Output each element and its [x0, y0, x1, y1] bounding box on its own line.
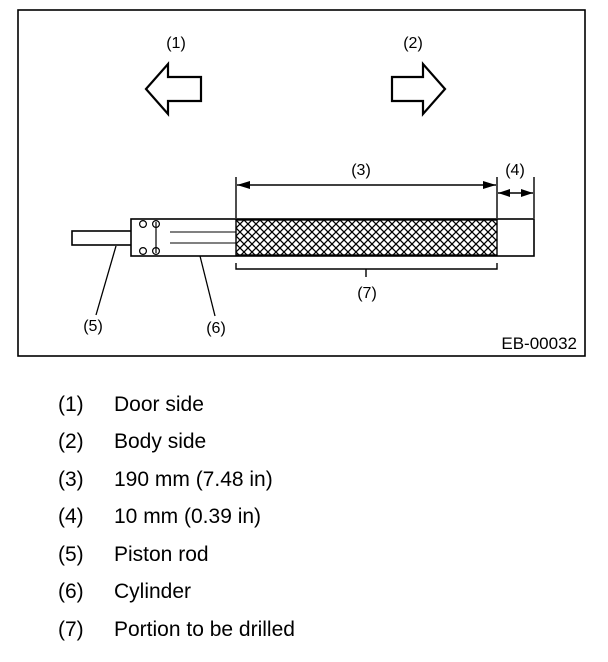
leader-piston-rod — [95, 245, 117, 316]
leader-cylinder — [199, 255, 216, 317]
door-side-arrow-icon — [144, 61, 203, 117]
piston-rod — [71, 230, 133, 246]
legend-text: Piston rod — [114, 542, 209, 566]
legend-text: 190 mm (7.48 in) — [114, 467, 273, 491]
legend-item: (2) Body side — [58, 424, 295, 462]
legend-text: Body side — [114, 430, 207, 454]
legend-text: Portion to be drilled — [114, 617, 295, 641]
legend-item: (4) 10 mm (0.39 in) — [58, 499, 295, 537]
callout-piston-rod: (5) — [83, 318, 103, 335]
callout-drill-portion: (7) — [357, 285, 377, 302]
callout-cylinder: (6) — [206, 320, 226, 337]
callout-body-side: (2) — [403, 35, 423, 52]
legend-number: (3) — [58, 467, 84, 491]
legend-item: (5) Piston rod — [58, 536, 295, 574]
dimension-10mm — [498, 177, 535, 218]
callout-length-190: (3) — [351, 162, 371, 179]
legend-number: (4) — [58, 505, 84, 529]
legend-number: (2) — [58, 430, 84, 454]
legend-number: (6) — [58, 580, 84, 604]
legend-item: (3) 190 mm (7.48 in) — [58, 461, 295, 499]
callout-length-10: (4) — [505, 162, 525, 179]
legend-number: (7) — [58, 617, 84, 641]
figure-id-label: EB-00032 — [501, 334, 577, 353]
drill-portion-bracket — [235, 263, 498, 277]
legend-text: Cylinder — [114, 580, 192, 604]
legend-text: 10 mm (0.39 in) — [114, 505, 262, 529]
body-side-arrow-icon — [390, 61, 447, 117]
legend-item: (7) Portion to be drilled — [58, 611, 295, 649]
drill-portion-hatch — [235, 219, 498, 256]
figure-frame — [17, 9, 586, 357]
dimension-190mm — [235, 177, 498, 218]
legend-number: (1) — [58, 392, 84, 416]
callout-door-side: (1) — [166, 35, 186, 52]
legend-item: (1) Door side — [58, 386, 295, 424]
legend-list: (1) Door side (2) Body side (3) 190 mm (7.4… — [58, 386, 295, 649]
legend-item: (6) Cylinder — [58, 574, 295, 612]
legend-text: Door side — [114, 392, 204, 416]
legend-number: (5) — [58, 542, 84, 566]
